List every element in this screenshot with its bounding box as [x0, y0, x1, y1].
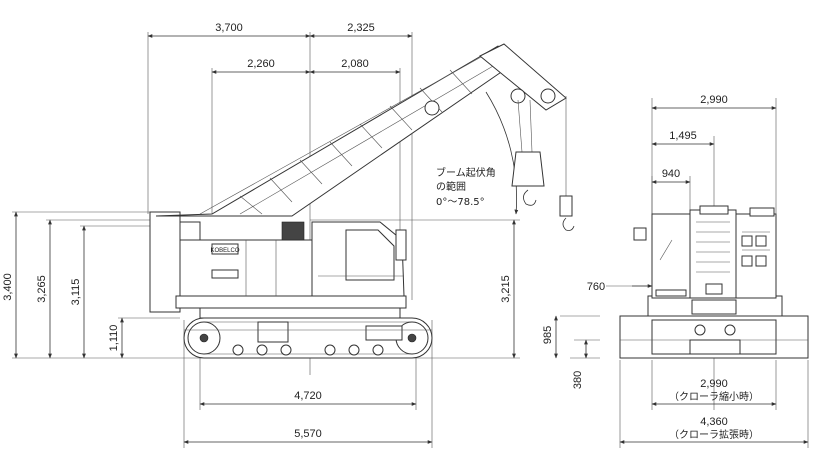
- side-upper-body: KOBELCO: [149, 211, 407, 319]
- dim-4720: 4,720: [294, 390, 322, 402]
- boom-angle-note-1: ブーム起伏角: [436, 166, 496, 179]
- side-crawler: [183, 317, 433, 359]
- dim-4360: 4,360: [700, 416, 728, 428]
- dim-2080: 2,080: [341, 58, 369, 70]
- dim-5570: 5,570: [294, 428, 322, 440]
- side-boom: [155, 43, 575, 231]
- boom-angle-note-3: 0°〜78.5°: [436, 197, 485, 208]
- rear-left-dimensions: 985 380: [542, 315, 588, 389]
- side-view: 3,700 2,325 2,260 2,080 3,400 3,265 3,11…: [2, 22, 575, 448]
- side-left-dimensions: 3,400 3,265 3,115 1,110: [2, 211, 124, 359]
- side-bottom-dimensions: 4,720 5,570: [183, 390, 433, 444]
- dim-2990-bottom: 2,990: [700, 378, 728, 390]
- dim-3400: 3,400: [2, 273, 14, 301]
- brand-label: KOBELCO: [210, 248, 239, 254]
- rear-bottom-dimensions: 2,990 （クローラ縮小時） 4,360 （クローラ拡張時）: [619, 378, 809, 444]
- crawler-extended-note: （クローラ拡張時）: [669, 428, 759, 441]
- rear-top-dimensions: 2,990 1,495 940: [651, 94, 777, 184]
- dim-3265: 3,265: [36, 275, 48, 303]
- rear-machine: [619, 205, 809, 359]
- dim-2990-top: 2,990: [700, 94, 728, 106]
- dim-380: 380: [572, 371, 584, 389]
- crawler-retracted-note: （クローラ縮小時）: [669, 390, 759, 403]
- dim-760: 760: [587, 281, 605, 293]
- dim-2325: 2,325: [347, 22, 375, 34]
- dim-1495: 1,495: [669, 130, 697, 142]
- dim-3115: 3,115: [70, 279, 82, 306]
- dim-3700: 3,700: [215, 22, 243, 34]
- side-top-dimensions: 3,700 2,325 2,260 2,080: [147, 22, 413, 74]
- dim-2260: 2,260: [247, 58, 275, 70]
- dim-1110: 1,110: [108, 325, 120, 352]
- boom-angle-arc: [485, 91, 519, 215]
- dim-940: 940: [662, 168, 680, 180]
- dim-985: 985: [542, 326, 554, 344]
- boom-angle-note-2: の範囲: [436, 180, 466, 193]
- dim-3215: 3,215: [500, 275, 512, 303]
- rear-view: 2,990 1,495 940 760 985 380 2,990 （クローラ縮…: [542, 94, 809, 448]
